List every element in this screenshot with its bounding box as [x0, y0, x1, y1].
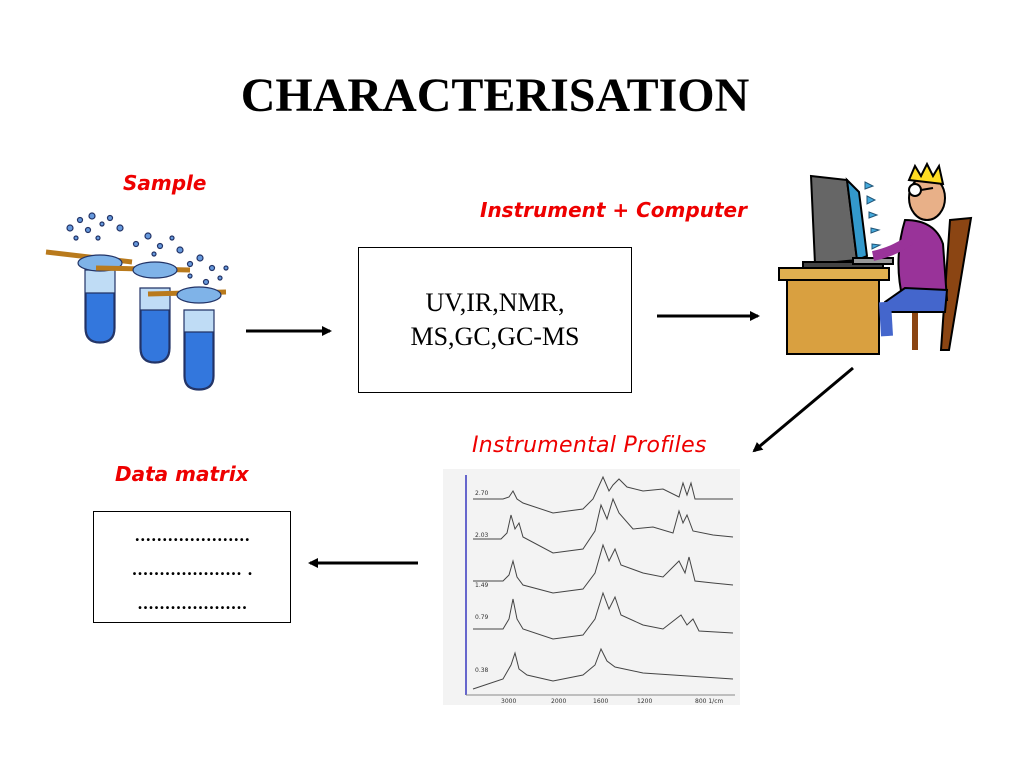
techniques-line-1: UV,IR,NMR,	[425, 288, 565, 317]
x-label-2: 2000	[551, 698, 566, 705]
y-label-4: 0.79	[475, 614, 489, 621]
data-matrix-row-2: .................... .	[131, 555, 254, 581]
spectrum-line-4	[473, 591, 734, 640]
arrow-computer-to-profiles	[752, 366, 854, 453]
spectrum-line-2	[473, 497, 734, 554]
instrumental-profiles-label: Instrumental Profiles	[472, 433, 707, 458]
spectrum-line-3	[473, 543, 734, 594]
techniques-line-2: MS,GC,GC-MS	[410, 322, 580, 351]
y-label-5: 0.38	[475, 667, 489, 674]
y-label-2: 2.03	[475, 532, 489, 539]
instrument-computer-label: Instrument + Computer	[480, 198, 747, 222]
y-label-1: 2.70	[475, 490, 489, 497]
sample-label: Sample	[123, 171, 207, 195]
test-tubes-icon	[45, 212, 229, 391]
data-matrix-label: Data matrix	[115, 462, 249, 486]
spectrum-line-1	[473, 475, 733, 514]
spectrum-line-5	[472, 647, 734, 690]
data-matrix-row-1: .....................	[134, 521, 250, 547]
data-matrix-row-3: ....................	[137, 589, 248, 615]
instrumental-profiles-chart: 2.70 2.03 1.49 0.79 0.38 3000 2000 1600 …	[443, 469, 740, 705]
x-label-3: 1600	[593, 698, 608, 705]
x-label-1: 3000	[501, 698, 516, 705]
techniques-box: UV,IR,NMR, MS,GC,GC-MS	[358, 247, 632, 393]
x-label-4: 1200	[637, 698, 652, 705]
y-label-3: 1.49	[475, 582, 489, 589]
x-label-5: 800 1/cm	[695, 698, 723, 705]
computer-user-icon	[778, 161, 973, 355]
page-title: CHARACTERISATION	[240, 69, 750, 122]
data-matrix-box: ..................... ..................…	[93, 511, 291, 623]
